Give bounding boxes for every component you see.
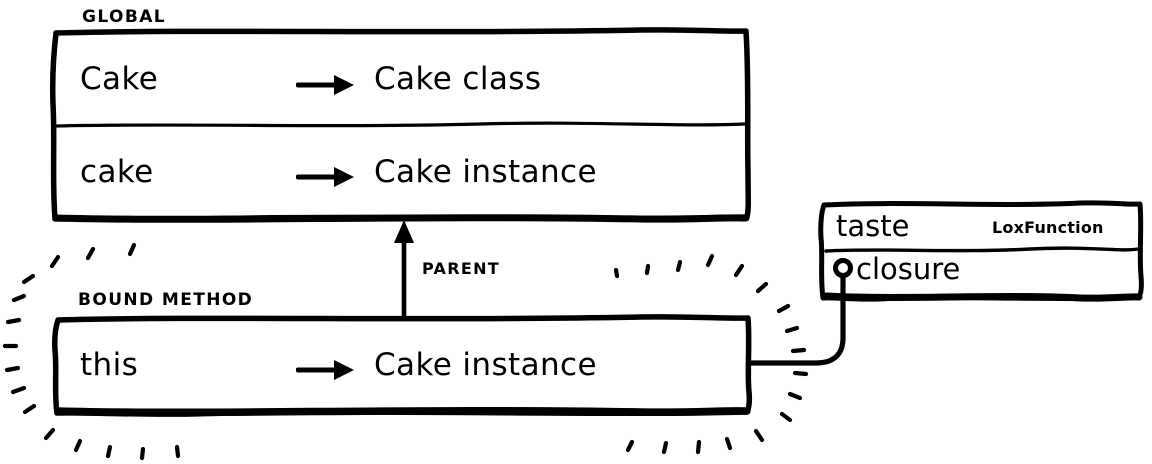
up-arrow-icon: [394, 220, 414, 243]
lox-function-header-row[interactable]: [821, 202, 1141, 250]
bound-method-env-label: BOUND METHOD: [78, 290, 254, 310]
global-entry-key-cake-instance: cake: [80, 154, 154, 190]
global-entry-value-cake-instance: Cake instance: [374, 154, 597, 190]
global-entry-value-cake-class: Cake class: [374, 61, 542, 97]
right-arrow-icon: [296, 360, 354, 380]
bound-method-environment-row-this[interactable]: [54, 316, 750, 412]
bound-method-entry-key-this: this: [80, 347, 139, 383]
lox-function-type-tag: LoxFunction: [992, 218, 1104, 237]
lox-function-name: taste: [836, 209, 910, 243]
lox-function-closure-row[interactable]: [821, 250, 1141, 298]
bound-method-entry-value-this: Cake instance: [374, 347, 597, 383]
global-environment-row-cake-class[interactable]: [52, 30, 752, 126]
global-environment-row-cake-instance[interactable]: [52, 126, 752, 218]
global-env-label: GLOBAL: [82, 7, 166, 27]
parent-edge-label: PARENT: [422, 259, 500, 278]
right-arrow-icon: [296, 75, 354, 95]
global-entry-key-cake-class: Cake: [80, 61, 159, 97]
lox-function-closure-field: closure: [856, 252, 961, 286]
right-arrow-icon: [296, 167, 354, 187]
